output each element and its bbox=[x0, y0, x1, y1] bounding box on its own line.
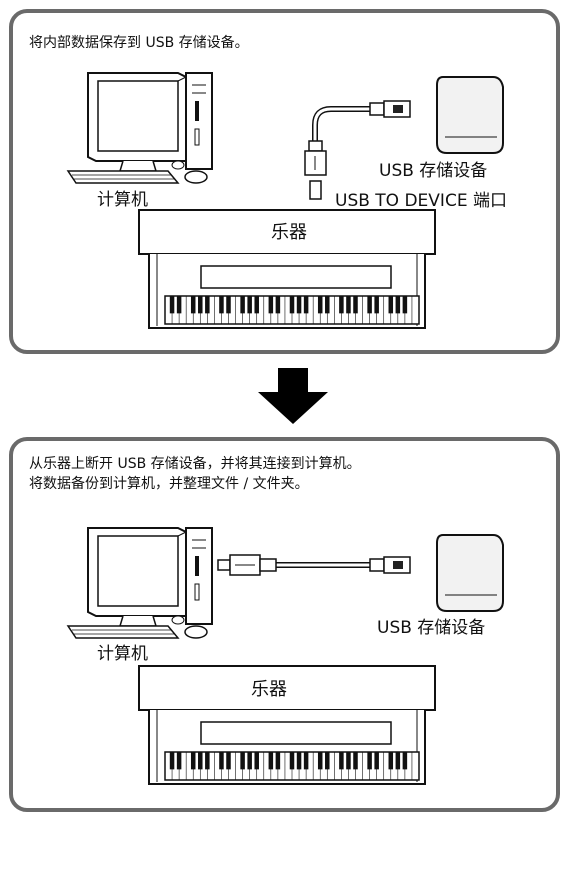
black-key bbox=[353, 296, 358, 314]
step2-caption-line2: 将数据备份到计算机，并整理文件 / 文件夹。 bbox=[29, 476, 309, 492]
usb-plug-icon bbox=[369, 100, 411, 118]
black-key bbox=[317, 296, 323, 314]
black-key bbox=[374, 296, 379, 314]
black-key bbox=[169, 752, 175, 770]
usb-storage-device bbox=[436, 76, 504, 154]
black-key bbox=[325, 296, 330, 314]
black-key bbox=[339, 296, 344, 314]
black-key bbox=[346, 752, 351, 770]
step1-caption: 将内部数据保存到 USB 存储设备。 bbox=[29, 35, 249, 51]
black-key bbox=[388, 296, 394, 314]
black-key bbox=[247, 296, 252, 314]
black-key bbox=[325, 752, 330, 770]
black-key bbox=[240, 296, 245, 314]
instrument-piano bbox=[138, 209, 436, 329]
black-key bbox=[169, 296, 175, 314]
instrument-piano bbox=[138, 665, 436, 785]
step2-instrument-label: 乐器 bbox=[251, 679, 287, 700]
black-key bbox=[395, 296, 401, 314]
black-key bbox=[402, 752, 408, 770]
usb-storage-device bbox=[436, 534, 504, 612]
step2-caption-line1: 从乐器上断开 USB 存储设备，并将其连接到计算机。 bbox=[29, 456, 361, 472]
black-key bbox=[367, 296, 372, 314]
black-key bbox=[254, 296, 259, 314]
black-key bbox=[226, 752, 231, 770]
black-key bbox=[190, 296, 196, 314]
computer-icon bbox=[66, 72, 213, 184]
black-key bbox=[402, 296, 408, 314]
down-arrow-icon bbox=[258, 368, 328, 424]
step2-device-label: USB 存储设备 bbox=[377, 618, 486, 638]
step1-computer-label: 计算机 bbox=[97, 190, 148, 210]
black-key bbox=[275, 752, 281, 770]
black-key bbox=[289, 296, 295, 314]
black-key bbox=[176, 296, 182, 314]
black-key bbox=[296, 296, 302, 314]
step1-panel: 将内部数据保存到 USB 存储设备。 bbox=[9, 9, 560, 354]
black-key bbox=[219, 752, 224, 770]
black-key bbox=[205, 752, 210, 770]
usb-connector-icon bbox=[304, 140, 327, 200]
black-key bbox=[289, 752, 295, 770]
black-key bbox=[268, 296, 274, 314]
black-key bbox=[176, 752, 182, 770]
usb-plug-icon bbox=[369, 556, 411, 574]
black-key bbox=[190, 752, 196, 770]
black-key bbox=[374, 752, 379, 770]
black-key bbox=[240, 752, 245, 770]
black-key bbox=[219, 296, 224, 314]
step2-computer-label: 计算机 bbox=[97, 644, 148, 664]
black-key bbox=[346, 296, 351, 314]
black-key bbox=[303, 752, 309, 770]
black-key bbox=[198, 296, 203, 314]
step1-illustration bbox=[66, 72, 504, 329]
black-key bbox=[395, 752, 401, 770]
black-key bbox=[247, 752, 252, 770]
step1-device-label: USB 存储设备 bbox=[379, 161, 488, 181]
usb-cable bbox=[312, 106, 371, 143]
black-key bbox=[303, 296, 309, 314]
black-key bbox=[254, 752, 259, 770]
usb-connector-icon bbox=[217, 554, 277, 576]
black-key bbox=[226, 296, 231, 314]
black-key bbox=[339, 752, 344, 770]
black-key bbox=[296, 752, 302, 770]
black-key bbox=[367, 752, 372, 770]
black-key bbox=[388, 752, 394, 770]
black-key bbox=[275, 296, 281, 314]
step2-panel: 从乐器上断开 USB 存储设备，并将其连接到计算机。 将数据备份到计算机，并整理… bbox=[9, 437, 560, 812]
computer-icon bbox=[66, 527, 213, 639]
black-key bbox=[317, 752, 323, 770]
step1-port-label: USB TO DEVICE 端口 bbox=[335, 191, 507, 211]
black-key bbox=[268, 752, 274, 770]
step1-instrument-label: 乐器 bbox=[271, 222, 307, 243]
step2-illustration bbox=[66, 527, 504, 785]
black-key bbox=[205, 296, 210, 314]
black-key bbox=[353, 752, 358, 770]
black-key bbox=[198, 752, 203, 770]
